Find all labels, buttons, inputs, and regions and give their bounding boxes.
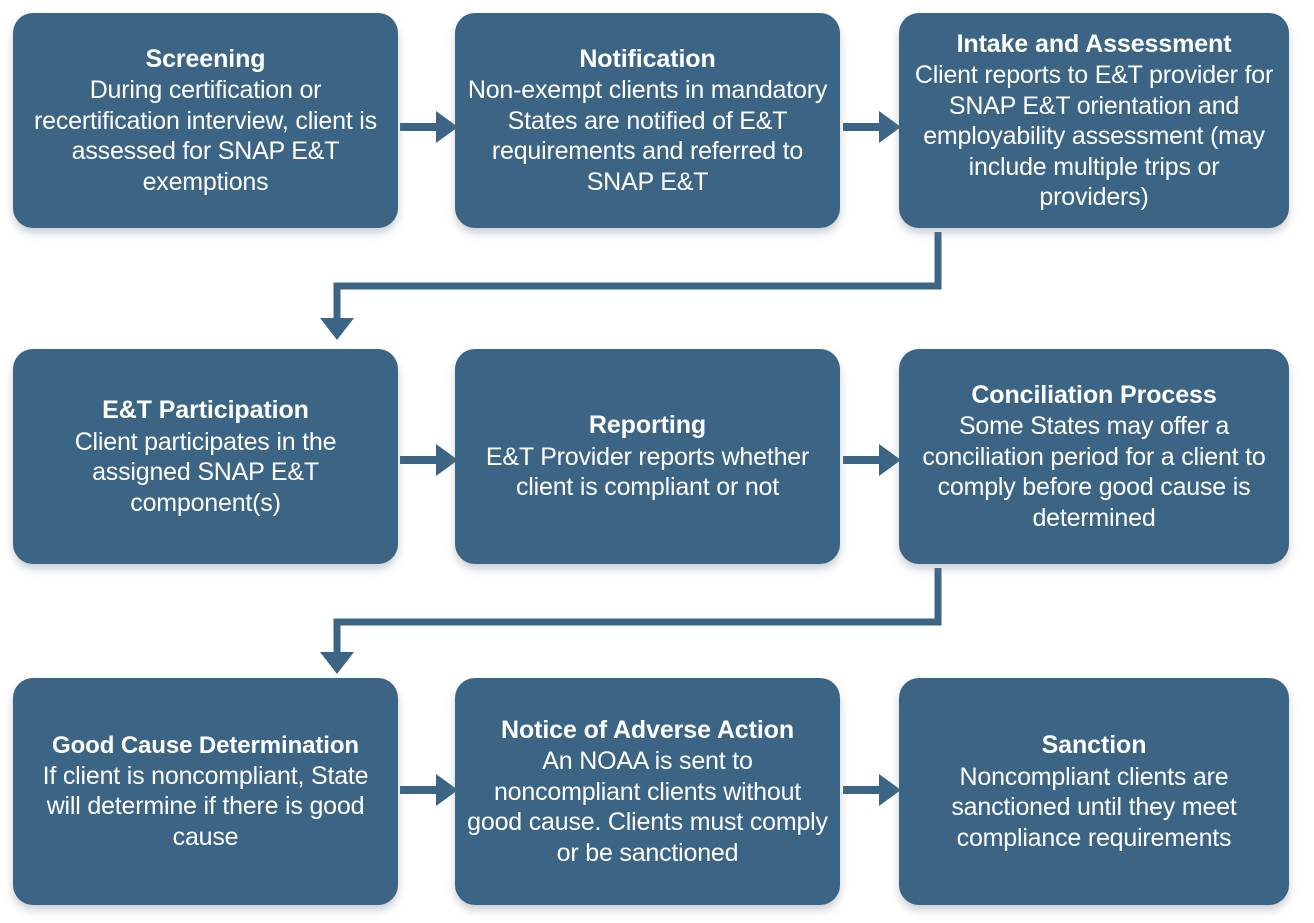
node-body: An NOAA is sent to noncompliant clients …: [467, 747, 828, 867]
node-title: Reporting: [588, 411, 707, 440]
node-body: During certification or recertification …: [34, 76, 377, 196]
node-body: Non-exempt clients in mandatory States a…: [467, 76, 828, 196]
node-title: E&T Participation: [102, 396, 309, 424]
arrow-good-cause-to-noaa: [400, 774, 458, 806]
node-title: Intake and Assessment: [956, 29, 1232, 58]
node-body: E&T Provider reports whether client is c…: [485, 442, 810, 502]
arrow-conciliation-to-good-cause: [320, 568, 942, 674]
node-title: Screening: [145, 44, 266, 73]
process-node-good-cause-determination[interactable]: Good Cause Determination If client is no…: [13, 678, 398, 905]
node-title: Sanction: [1041, 731, 1147, 759]
node-body: Client participates in the assigned SNAP…: [74, 427, 337, 517]
process-node-reporting[interactable]: Reporting E&T Provider reports whether c…: [455, 349, 840, 564]
node-title: Notification: [579, 44, 716, 73]
node-title: Notice of Adverse Action: [500, 715, 795, 744]
process-node-notification[interactable]: Notification Non-exempt clients in manda…: [455, 13, 840, 228]
arrow-participation-to-reporting: [400, 444, 458, 476]
arrow-notification-to-intake: [843, 111, 901, 143]
node-body: Some States may offer a conciliation per…: [922, 412, 1266, 532]
node-body: Noncompliant clients are sanctioned unti…: [951, 762, 1237, 852]
process-node-conciliation-process[interactable]: Conciliation Process Some States may off…: [899, 349, 1289, 564]
process-node-et-participation[interactable]: E&T Participation Client participates in…: [13, 349, 398, 564]
process-node-screening[interactable]: Screening During certification or recert…: [13, 13, 398, 228]
node-body: If client is noncompliant, State will de…: [42, 761, 369, 851]
node-title: Good Cause Determination: [52, 731, 359, 759]
process-node-sanction[interactable]: Sanction Noncompliant clients are sancti…: [899, 678, 1289, 905]
arrow-screening-to-notification: [400, 111, 458, 143]
arrow-noaa-to-sanction: [843, 774, 901, 806]
node-body: Client reports to E&T provider for SNAP …: [914, 61, 1274, 211]
process-node-notice-of-adverse-action[interactable]: Notice of Adverse Action An NOAA is sent…: [455, 678, 840, 905]
node-title: Conciliation Process: [971, 380, 1217, 409]
arrow-intake-to-participation: [320, 232, 942, 340]
arrow-reporting-to-conciliation: [843, 444, 901, 476]
process-node-intake-and-assessment[interactable]: Intake and Assessment Client reports to …: [899, 13, 1289, 228]
